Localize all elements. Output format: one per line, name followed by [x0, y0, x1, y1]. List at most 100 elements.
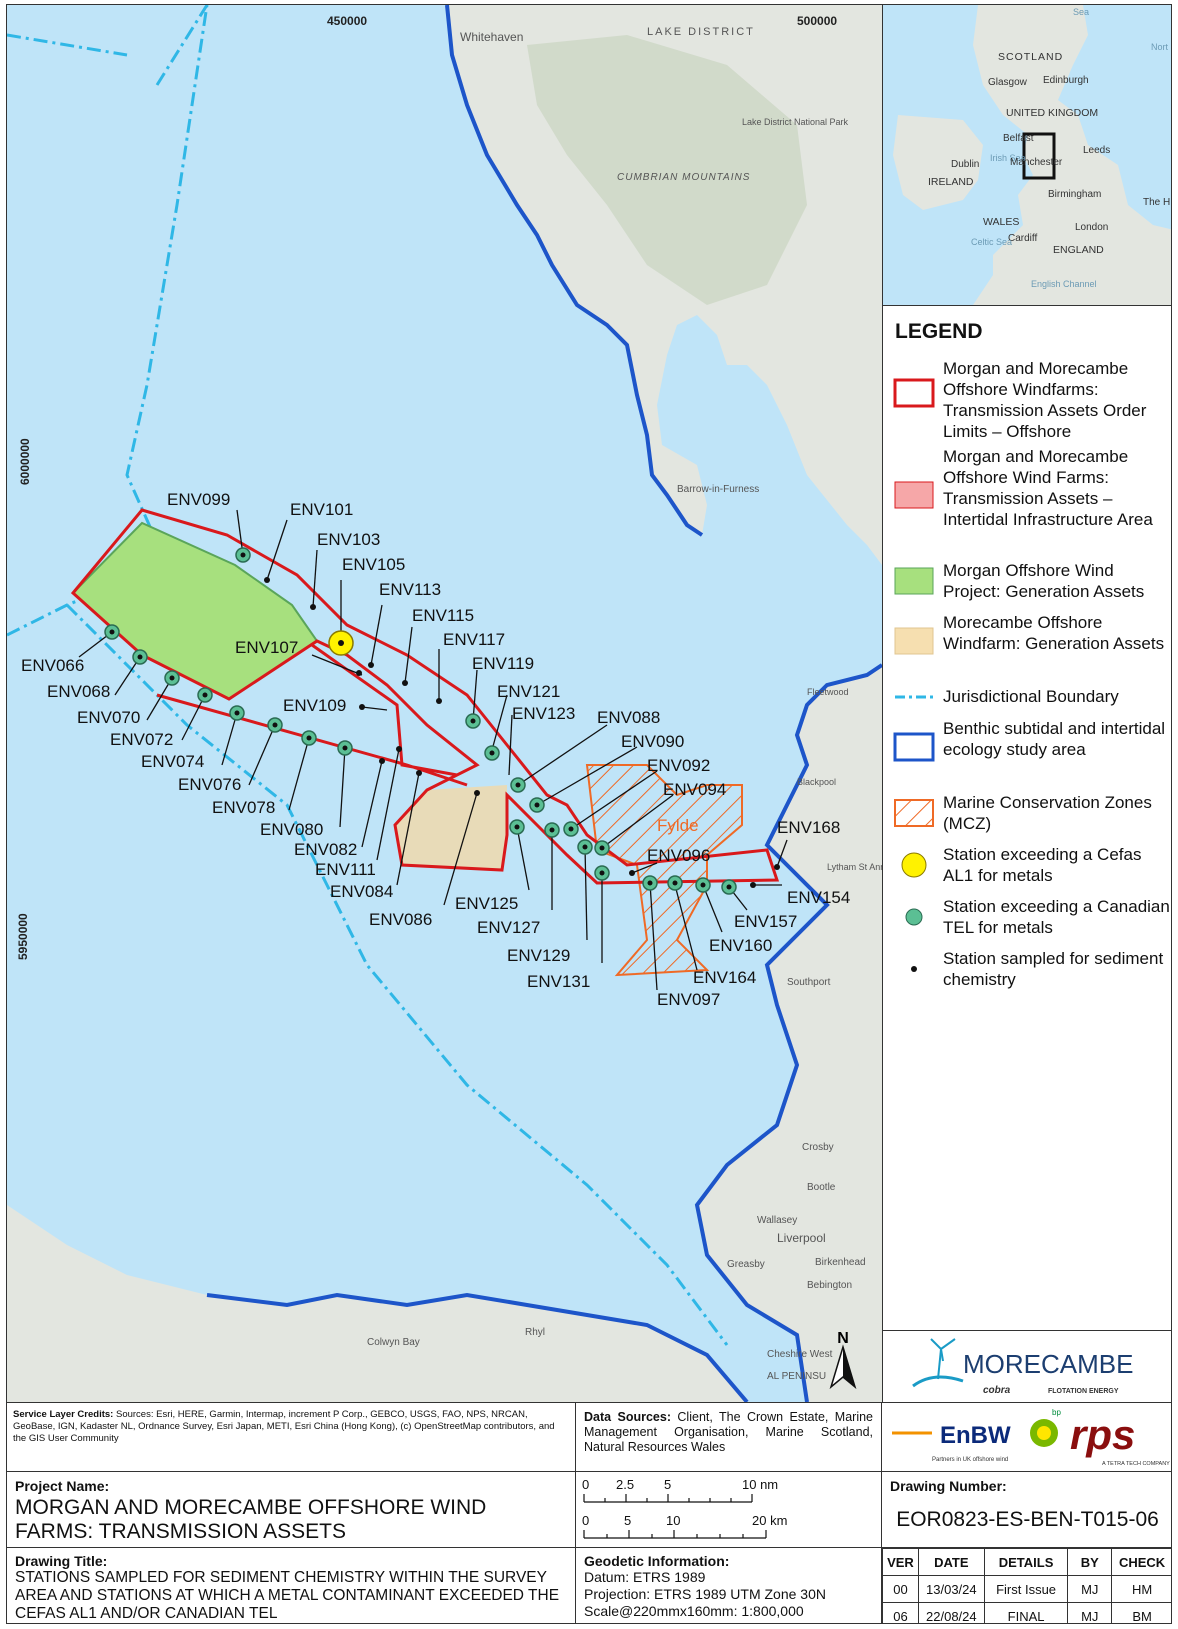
drawing-number: EOR0823-ES-BEN-T015-06 — [896, 1508, 1159, 1531]
inset-extent-box — [1022, 132, 1056, 180]
land-cumbria-lancashire — [447, 5, 882, 1402]
scale-km-20: 20 km — [752, 1513, 787, 1528]
grid-x-450000: 450000 — [327, 14, 367, 28]
project-name-cell: Project Name: MORGAN AND MORECAMBE OFFSH… — [7, 1472, 576, 1548]
place-labels: Whitehaven LAKE DISTRICT CUMBRIAN MOUNTA… — [367, 26, 882, 1382]
scale-nm-10: 10 nm — [742, 1477, 778, 1492]
label-env101: ENV101 — [290, 500, 353, 519]
label-env066: ENV066 — [21, 656, 84, 675]
place-lake-district: LAKE DISTRICT — [647, 26, 755, 38]
inset-edinburgh: Edinburgh — [1043, 75, 1089, 86]
inset-manchester: Manchester — [1010, 157, 1063, 168]
place-whitehaven: Whitehaven — [460, 30, 523, 44]
bp-wordmark: bp — [1052, 1408, 1061, 1417]
rps-wordmark: rps — [1070, 1411, 1135, 1458]
label-env103: ENV103 — [317, 530, 380, 549]
legend-item-order-limits: Morgan and Morecambe Offshore Windfarms:… — [893, 358, 1171, 444]
label-env070: ENV070 — [77, 708, 140, 727]
inset-london: London — [1075, 222, 1108, 233]
label-env074: ENV074 — [141, 752, 204, 771]
scale-bars: 0 2.5 5 10 nm 0 5 10 20 km — [582, 1477, 787, 1539]
legend-label-benthic: Benthic subtidal and intertidal ecology … — [943, 719, 1166, 759]
legend: LEGEND Morgan and Morecambe Offshore Win… — [883, 306, 1171, 989]
place-southport: Southport — [787, 977, 831, 988]
rev-header-ver: VER — [882, 1548, 919, 1576]
label-env090: ENV090 — [621, 732, 684, 751]
main-map[interactable]: Whitehaven LAKE DISTRICT CUMBRIAN MOUNTA… — [7, 5, 882, 1402]
north-label: N — [837, 1330, 849, 1347]
rev-cell: 13/03/24 — [917, 1575, 985, 1603]
rev-cell: FINAL — [983, 1602, 1069, 1623]
inset-wales: WALES — [983, 216, 1019, 228]
label-env160: ENV160 — [709, 936, 772, 955]
order-limits-offshore — [70, 508, 780, 885]
place-colwyn-bay: Colwyn Bay — [367, 1337, 420, 1348]
inset-ireland-label: IRELAND — [928, 176, 974, 188]
grid-labels: 450000 500000 6000000 5950000 — [16, 14, 837, 960]
morecambe-logo: MORECAMBE cobra FLOTATION ENERGY — [912, 1338, 1133, 1396]
enbw-wordmark: EnBW — [940, 1422, 1011, 1449]
benthic-coast-north — [445, 5, 704, 537]
label-env078: ENV078 — [212, 798, 275, 817]
place-fylde: Fylde — [657, 816, 699, 835]
inset-cardiff: Cardiff — [1008, 233, 1037, 244]
grid-y-5950000: 5950000 — [16, 913, 30, 960]
inset-labels: SCOTLAND Glasgow Edinburgh UNITED KINGDO… — [928, 7, 1171, 289]
legend-label-morgan: Morgan Offshore Wind Project: Generation… — [943, 561, 1145, 601]
rev-cell: HM — [1111, 1575, 1171, 1603]
projection-text: Projection: ETRS 1989 UTM Zone 30N — [584, 1586, 826, 1602]
label-env092: ENV092 — [647, 756, 710, 775]
inset-birmingham: Birmingham — [1048, 189, 1101, 200]
scale-nm-0: 0 — [582, 1477, 589, 1492]
legend-item-morecambe: Morecambe Offshore Windfarm: Generation … — [893, 612, 1171, 678]
legend-item-cefas: Station exceeding a Cefas AL1 for metals — [893, 844, 1171, 888]
legend-item-mcz: Marine Conservation Zones (MCZ) — [893, 792, 1171, 836]
label-env121: ENV121 — [497, 682, 560, 701]
place-liverpool: Liverpool — [777, 1231, 826, 1245]
legend-label-order-limits: Morgan and Morecambe Offshore Windfarms:… — [943, 359, 1147, 441]
inset-sea-label: Sea — [1073, 7, 1089, 17]
inset-scotland: SCOTLAND — [998, 51, 1063, 63]
place-wirral: AL PENINSU — [767, 1371, 826, 1382]
label-env123: ENV123 — [512, 704, 575, 723]
legend-label-cefas: Station exceeding a Cefas AL1 for metals — [943, 845, 1142, 885]
inset-dublin: Dublin — [951, 159, 979, 170]
tel-swatch — [905, 908, 923, 926]
legend-title: LEGEND — [895, 320, 983, 343]
benthic-coast-east — [694, 663, 882, 1402]
label-env082: ENV082 — [294, 840, 357, 859]
rev-header-details: DETAILS — [983, 1548, 1069, 1576]
revision-table: VER DATE DETAILS BY CHECK 00 13/03/24 Fi… — [882, 1548, 1171, 1623]
legend-label-mcz: Marine Conservation Zones (MCZ) — [943, 793, 1152, 833]
project-name-label: Project Name: — [15, 1478, 110, 1494]
inset-glasgow: Glasgow — [988, 77, 1028, 88]
benthic-coast-south — [206, 1292, 749, 1402]
scale-text: Scale@220mmx160mm: 1:800,000 — [584, 1603, 804, 1619]
rev-cell: MJ — [1067, 1602, 1113, 1623]
legend-item-intertidal: Morgan and Morecambe Offshore Wind Farms… — [893, 446, 1171, 552]
place-greasby: Greasby — [727, 1259, 765, 1270]
label-env105: ENV105 — [342, 555, 405, 574]
rev-cell: First Issue — [983, 1575, 1069, 1603]
right-panel: SCOTLAND Glasgow Edinburgh UNITED KINGDO… — [882, 5, 1172, 1402]
cefas-swatch — [901, 852, 927, 878]
figure-frame: Whitehaven LAKE DISTRICT CUMBRIAN MOUNTA… — [6, 4, 1172, 1624]
land-north-wales — [7, 1205, 747, 1402]
order-limits-swatch — [893, 378, 935, 408]
morecambe-wordmark: MORECAMBE — [963, 1349, 1133, 1379]
rev-cell: 00 — [882, 1575, 919, 1603]
inset-map[interactable]: SCOTLAND Glasgow Edinburgh UNITED KINGDO… — [883, 5, 1172, 306]
place-bebington: Bebington — [807, 1280, 852, 1291]
mountain-shading — [527, 35, 807, 305]
drawing-title-label: Drawing Title: — [15, 1553, 108, 1569]
label-env099: ENV099 — [167, 490, 230, 509]
legend-label-sampled: Station sampled for sediment chemistry — [943, 949, 1164, 989]
rev-header-check: CHECK — [1111, 1548, 1171, 1576]
label-env080: ENV080 — [260, 820, 323, 839]
rev-header-by: BY — [1067, 1548, 1113, 1576]
inset-leeds: Leeds — [1083, 145, 1110, 156]
label-env119: ENV119 — [472, 654, 534, 673]
inset-english-channel: English Channel — [1031, 279, 1097, 289]
credits-label: Service Layer Credits: — [13, 1409, 114, 1420]
credits-text: Sources: Esri, HERE, Garmin, Intermap, i… — [13, 1409, 555, 1444]
